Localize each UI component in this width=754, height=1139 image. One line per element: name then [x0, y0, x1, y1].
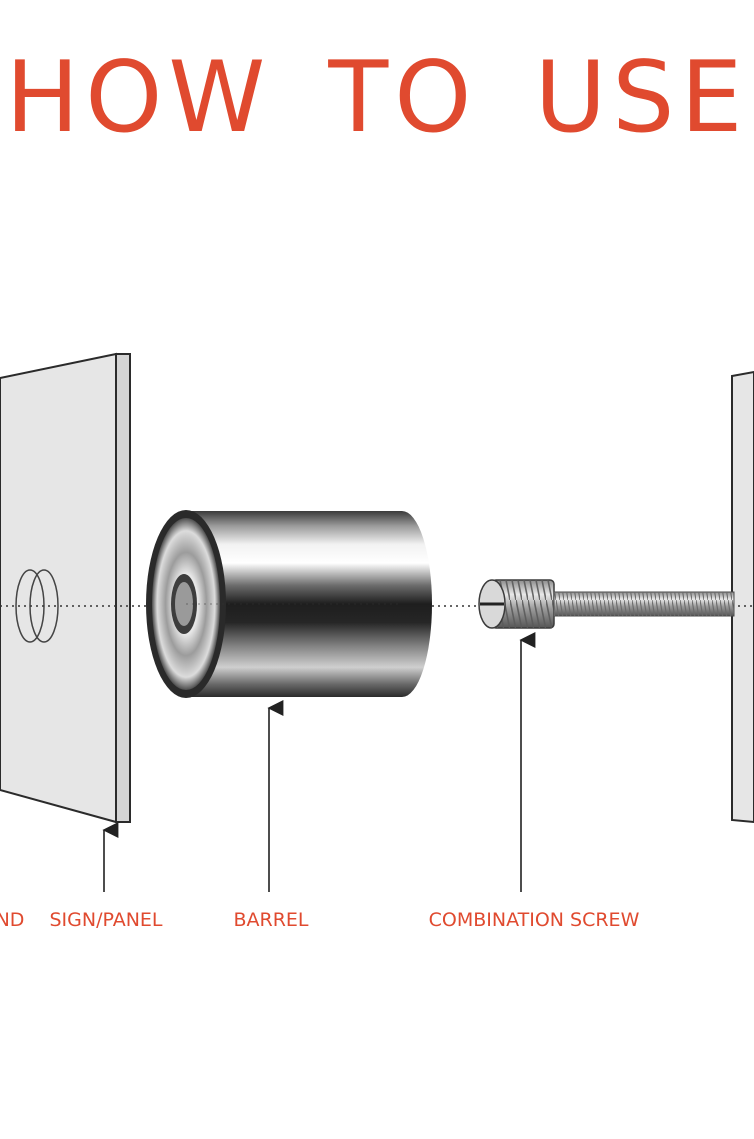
sign-panel-illustration	[0, 352, 131, 824]
page-title: HOW TO USE	[5, 41, 749, 155]
barrel-label: BARREL	[233, 909, 308, 931]
barrel-illustration	[146, 510, 432, 698]
wall-illustration	[731, 370, 754, 824]
combination-screw-label: COMBINATION SCREW	[429, 909, 640, 931]
combination-screw-illustration	[478, 579, 735, 629]
sign-panel-label: SIGN/PANEL	[49, 909, 162, 931]
wall-label-partial: ND	[0, 909, 24, 931]
